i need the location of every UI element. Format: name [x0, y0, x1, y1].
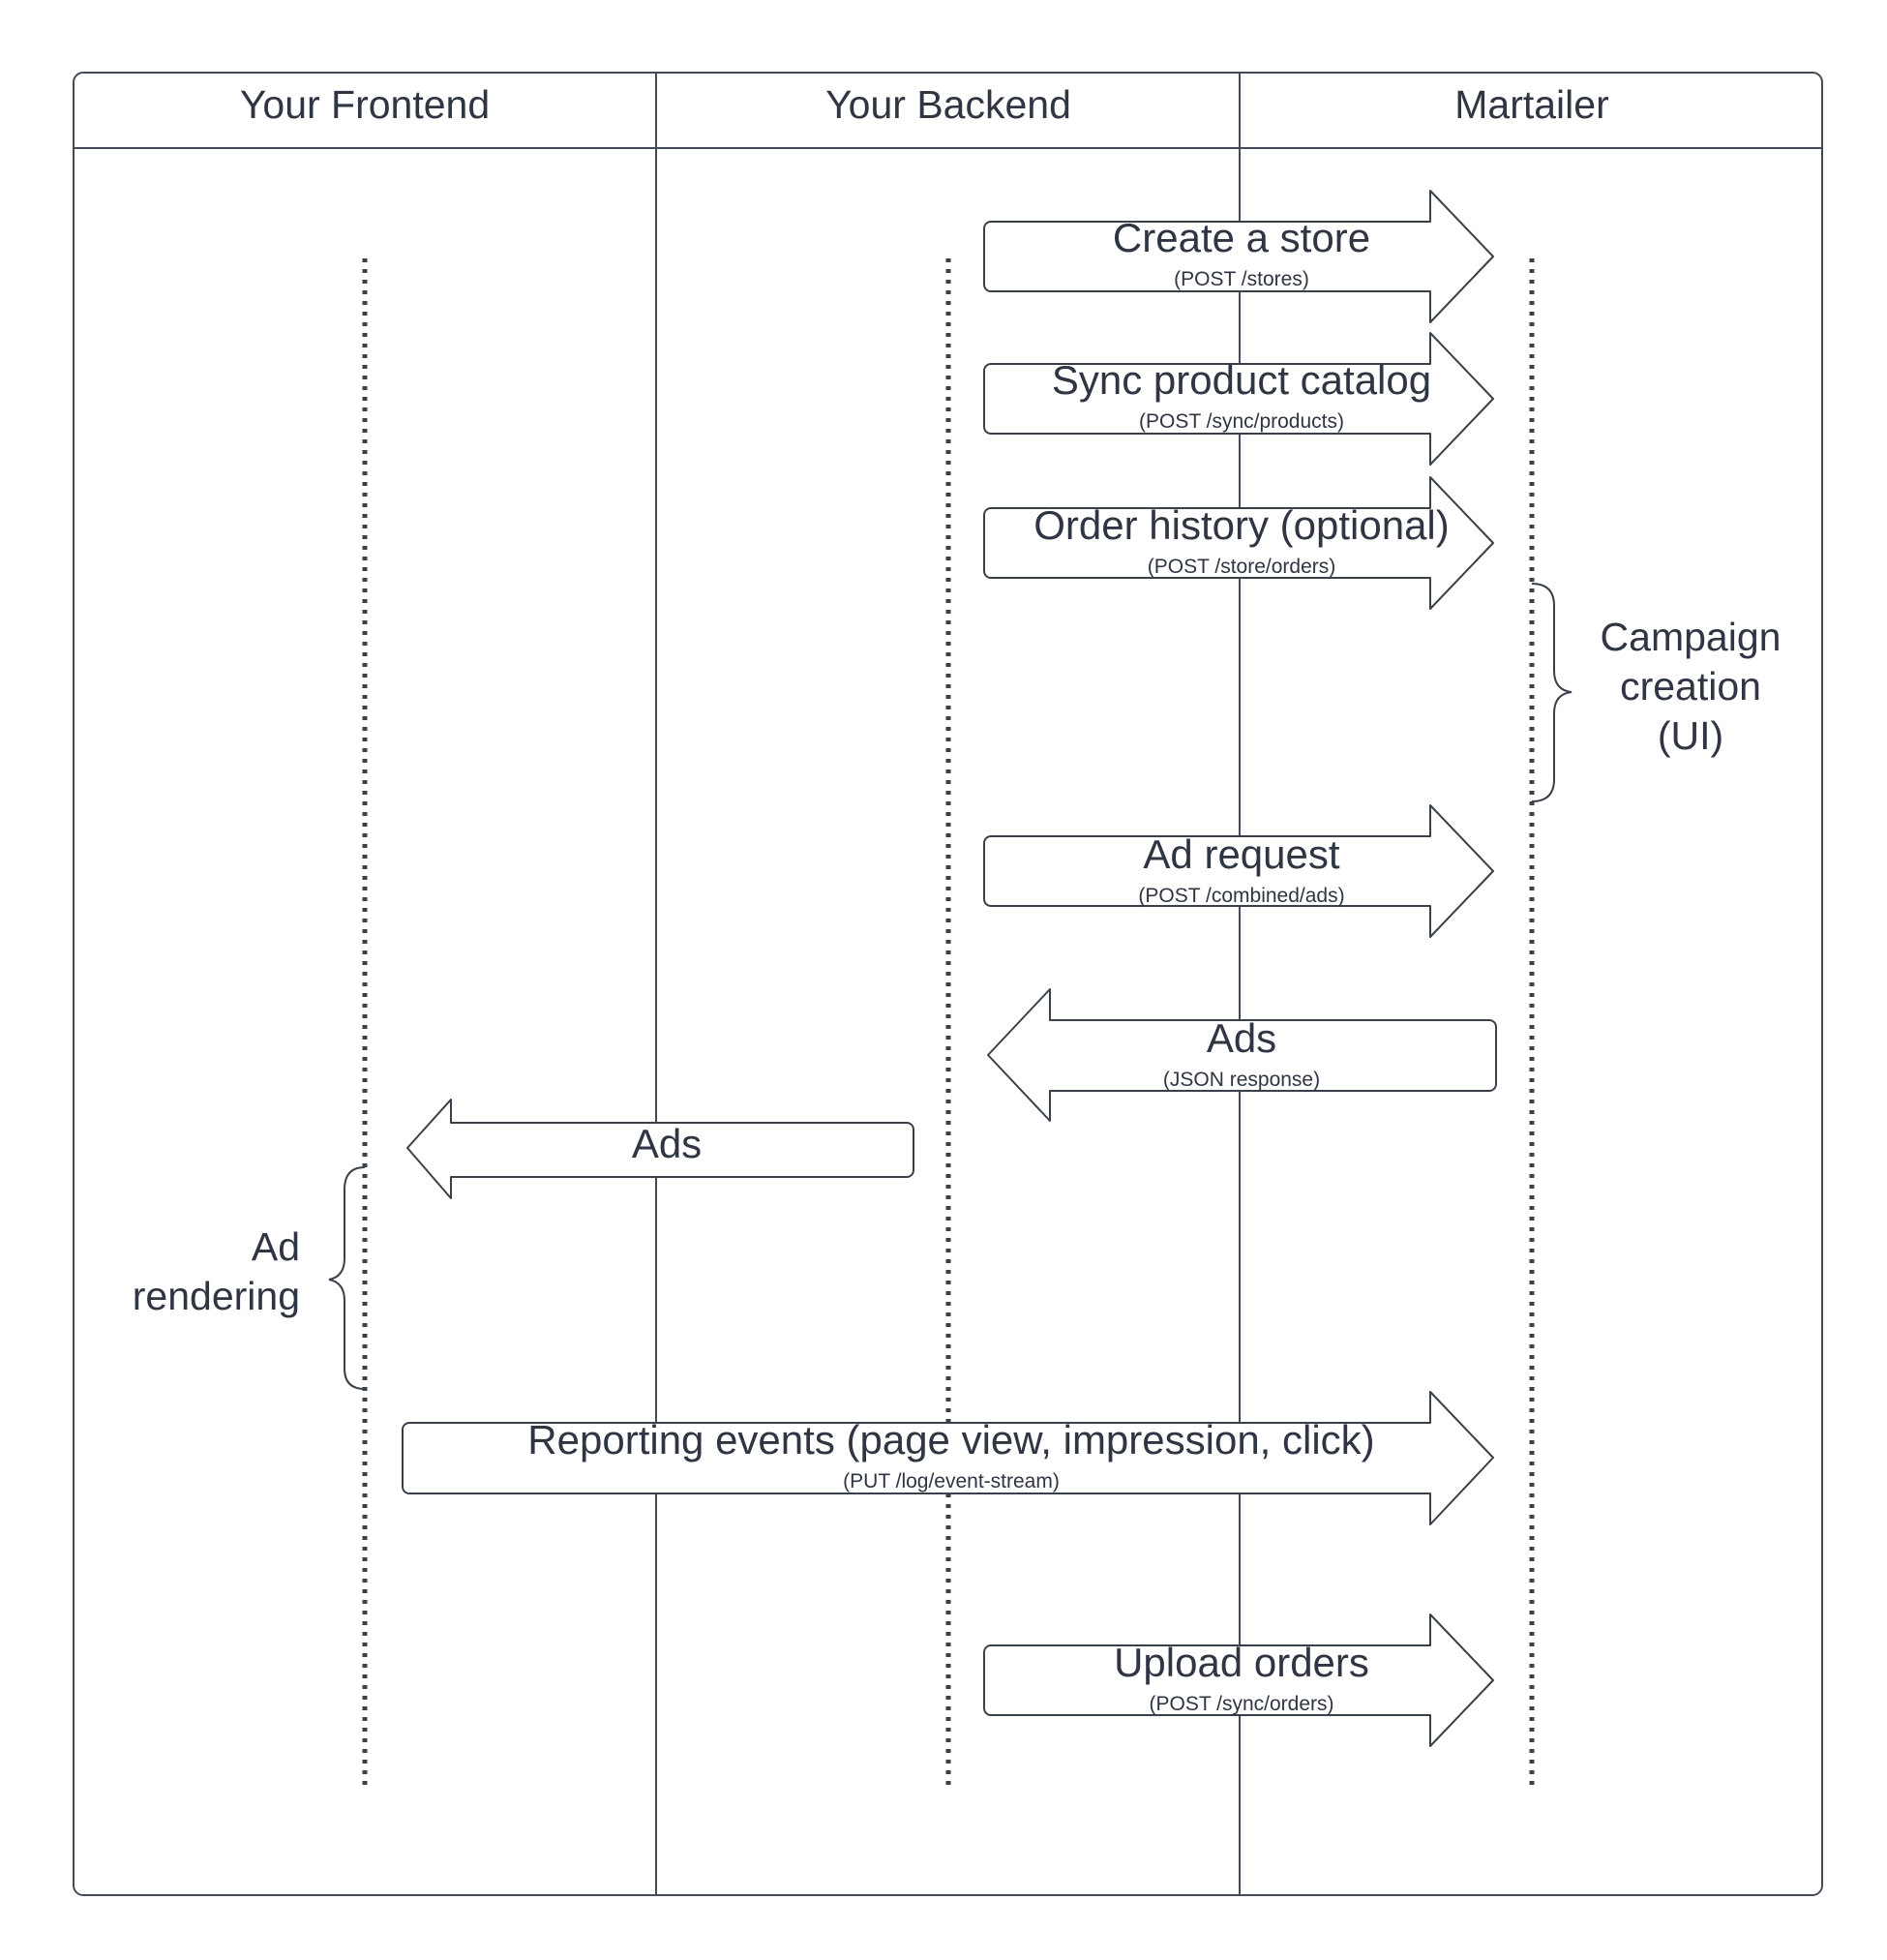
annotation-campaign-creation: Campaign creation (UI) — [1531, 583, 1782, 802]
message-endpoint: (PUT /log/event-stream) — [843, 1470, 1060, 1493]
annotation-ad-rendering: Ad rendering — [133, 1166, 366, 1390]
message-endpoint: (POST /combined/ads) — [1138, 885, 1344, 907]
message-label: Ads — [632, 1121, 702, 1166]
diagram-frame — [73, 72, 1823, 1896]
message-endpoint: (JSON response) — [1163, 1069, 1320, 1091]
message-ads-to-frontend: Ads — [406, 1099, 914, 1199]
message-label: Ad request — [1143, 831, 1339, 877]
message-label: Reporting events (page view, impression,… — [527, 1417, 1374, 1462]
message-reporting-events: Reporting events (page view, impression,… — [402, 1391, 1494, 1525]
message-label: Ads — [1207, 1015, 1276, 1061]
message-endpoint: (POST /sync/orders) — [1150, 1693, 1334, 1715]
message-create-store: Create a store (POST /stores) — [983, 190, 1494, 323]
message-label: Create a store — [1113, 215, 1370, 260]
message-label: Upload orders — [1114, 1640, 1369, 1685]
message-upload-orders: Upload orders (POST /sync/orders) — [983, 1613, 1494, 1747]
message-endpoint: (POST /stores) — [1174, 268, 1309, 290]
message-sync-catalog: Sync product catalog (POST /sync/product… — [983, 332, 1494, 466]
message-order-history: Order history (optional) (POST /store/or… — [983, 476, 1494, 610]
annotation-line: (UI) — [1658, 713, 1723, 758]
brace-left — [328, 1166, 366, 1390]
message-endpoint: (POST /sync/products) — [1139, 410, 1344, 433]
message-label: Order history (optional) — [1033, 502, 1450, 548]
lane-title-backend: Your Backend — [825, 82, 1071, 127]
message-ads-response: Ads (JSON response) — [987, 988, 1497, 1122]
message-ad-request: Ad request (POST /combined/ads) — [983, 804, 1494, 938]
message-label: Sync product catalog — [1052, 357, 1431, 403]
annotation-line: Campaign — [1601, 615, 1782, 659]
annotation-line: Ad — [252, 1224, 300, 1269]
annotation-line: creation — [1620, 664, 1761, 709]
brace-right — [1531, 583, 1572, 802]
lane-title-frontend: Your Frontend — [240, 82, 490, 127]
annotation-line: rendering — [133, 1274, 300, 1318]
lane-title-martailer: Martailer — [1454, 82, 1608, 127]
message-endpoint: (POST /store/orders) — [1148, 556, 1336, 578]
